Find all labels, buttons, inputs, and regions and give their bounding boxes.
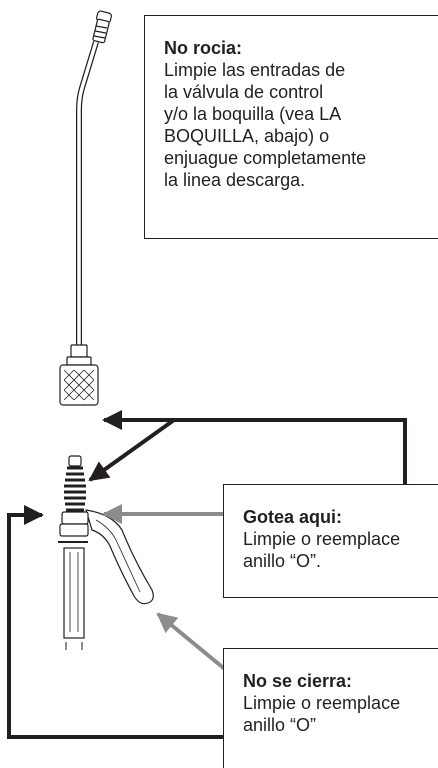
callout-no-rocia-line: la linea descarga.: [164, 170, 306, 190]
nozzle-tip: [92, 10, 112, 44]
callout-no-cierra: No se cierra: Limpie o reemplace anillo …: [223, 648, 438, 768]
callout-no-rocia-line: y/o la boquilla (vea LA: [164, 104, 342, 124]
callout-no-rocia-line: la válvula de control: [164, 82, 324, 102]
arrow-to-valve: [88, 418, 176, 482]
callout-no-rocia-line: Limpie las entradas de: [164, 60, 346, 80]
callout-gotea-heading: Gotea aqui:: [243, 507, 343, 527]
wand-connector: [59, 344, 99, 406]
callout-no-rocia-line: enjuague completamente: [164, 148, 367, 168]
valve-lever: [85, 509, 154, 605]
pointer-arrows: [102, 504, 234, 677]
callout-gotea-line: anillo “O”.: [243, 551, 322, 571]
callout-gotea-line: Limpie o reemplace: [243, 529, 401, 549]
arrow-loop-left: [7, 505, 223, 739]
callout-no-rocia-line: BOQUILLA, abajo) o: [164, 126, 330, 146]
spray-wand: [59, 10, 112, 406]
valve-tube: [63, 547, 85, 639]
arrow-to-connector: [102, 410, 407, 484]
callout-no-cierra-line: anillo “O”: [243, 715, 317, 735]
callout-no-cierra-line: Limpie o reemplace: [243, 693, 401, 713]
assembly-arrows: [7, 410, 407, 739]
shutoff-valve: [58, 455, 154, 650]
valve-spring: [64, 455, 86, 512]
callout-no-rocia-heading: No rocia:: [164, 38, 243, 58]
callout-gotea: Gotea aqui: Limpie o reemplace anillo “O…: [223, 484, 438, 598]
callout-no-rocia: No rocia: Limpie las entradas de la válv…: [144, 15, 438, 239]
callout-no-cierra-heading: No se cierra:: [243, 671, 353, 691]
arrow-no-cierra-pointer: [156, 612, 234, 677]
